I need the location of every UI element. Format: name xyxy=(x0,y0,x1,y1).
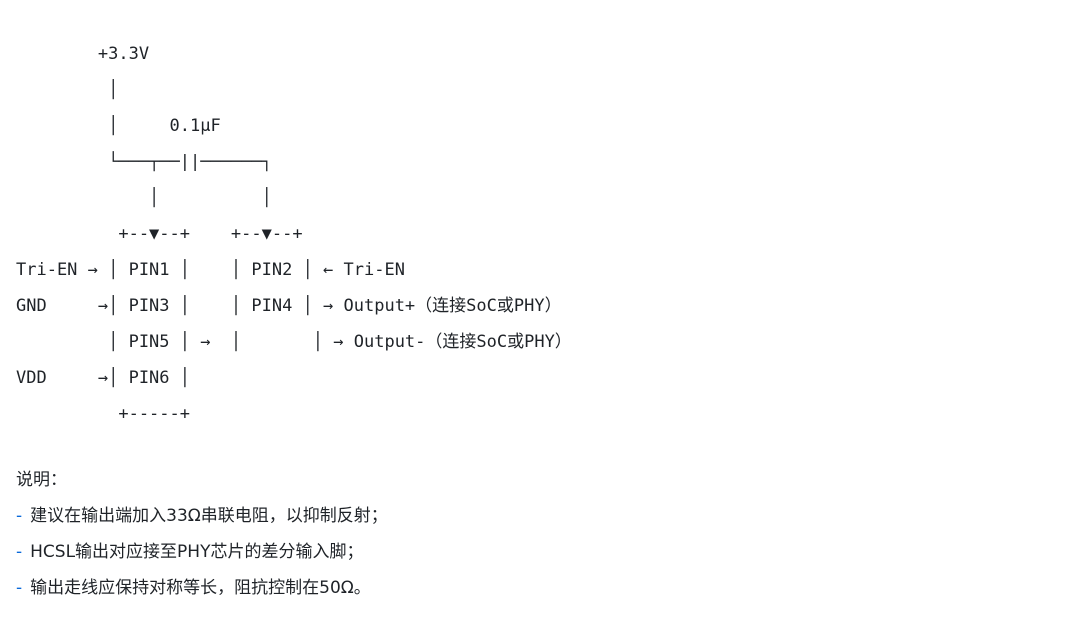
notes-title: 说明： xyxy=(16,470,67,490)
diagram-line: │ │ xyxy=(16,188,272,208)
list-bullet: - xyxy=(16,542,23,562)
list-item-text: 输出走线应保持对称等长，阻抗控制在50Ω。 xyxy=(30,578,371,598)
list-item-text: 建议在输出端加入33Ω串联电阻，以抑制反射； xyxy=(30,506,388,526)
diagram-line: +-----+ xyxy=(16,404,190,424)
notes-section: 说明： -建议在输出端加入33Ω串联电阻，以抑制反射； -HCSL输出对应接至P… xyxy=(16,462,388,606)
diagram-line: +--▼--+ +--▼--+ xyxy=(16,224,303,244)
circuit-diagram: +3.3V │ │ 0.1μF └───┬──||──────┐ │ │ +--… xyxy=(16,36,572,432)
diagram-line: Tri-EN → │ PIN1 │ │ PIN2 │ ← Tri-EN xyxy=(16,260,405,280)
diagram-line: └───┬──||──────┐ xyxy=(16,152,272,172)
list-item: -HCSL输出对应接至PHY芯片的差分输入脚； xyxy=(16,534,388,570)
list-item: -建议在输出端加入33Ω串联电阻，以抑制反射； xyxy=(16,498,388,534)
list-item-text: HCSL输出对应接至PHY芯片的差分输入脚； xyxy=(30,542,364,562)
diagram-line: │ 0.1μF xyxy=(16,116,221,136)
diagram-line: │ PIN5 │ → │ │ → Output-（连接SoC或PHY） xyxy=(16,332,572,352)
diagram-line: VDD →│ PIN6 │ xyxy=(16,368,190,388)
list-bullet: - xyxy=(16,578,23,598)
diagram-line: +3.3V xyxy=(16,44,150,64)
list-item: -输出走线应保持对称等长，阻抗控制在50Ω。 xyxy=(16,570,388,606)
diagram-line: │ xyxy=(16,80,119,100)
list-bullet: - xyxy=(16,506,23,526)
diagram-line: GND →│ PIN3 │ │ PIN4 │ → Output+（连接SoC或P… xyxy=(16,296,562,316)
